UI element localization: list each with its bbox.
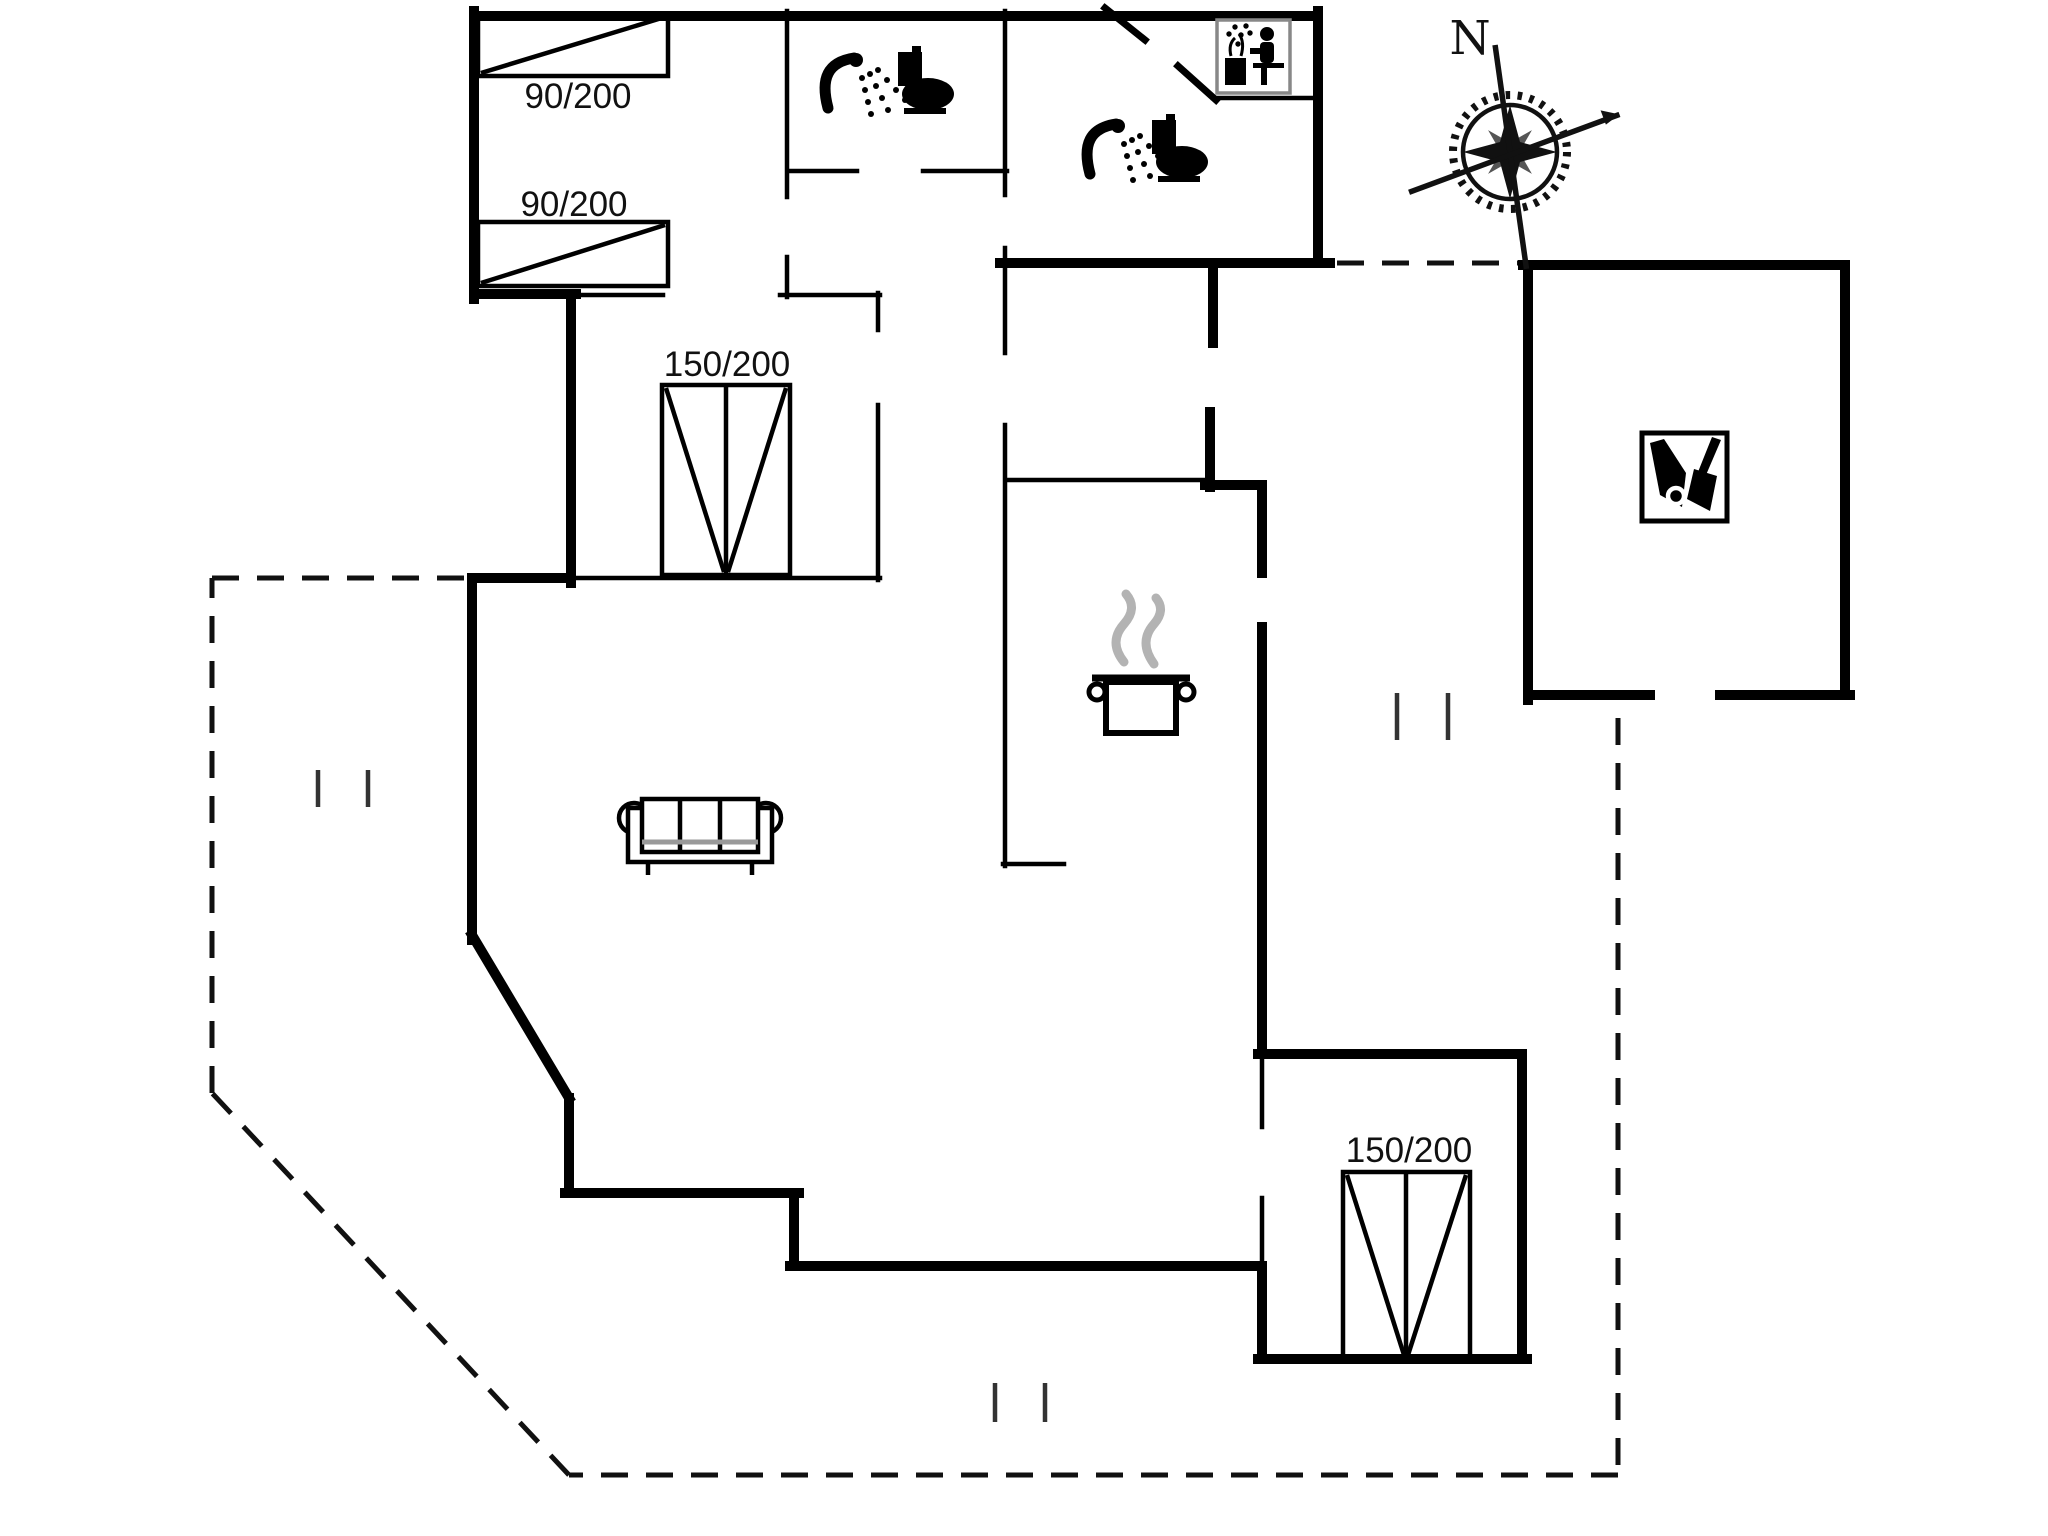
- bed-size-label: 150/200: [1346, 1131, 1473, 1170]
- shower-icon: [819, 52, 908, 117]
- toilet-icon: [1152, 114, 1208, 182]
- shower-icon: [1081, 118, 1170, 183]
- compass-rose-icon: [1408, 44, 1621, 270]
- terrace-boundary-dashed: [209, 260, 1621, 1478]
- annex-walls: [1518, 260, 1855, 705]
- bathroom1-fixtures: [819, 46, 954, 117]
- south-terrace-step-marker: [992, 1383, 1048, 1422]
- single-bed-nw-bottom: [475, 219, 671, 289]
- double-bed-se: [1340, 1169, 1473, 1361]
- sauna-nook-diagonal-walls: [1100, 3, 1221, 105]
- bed-size-label: 90/200: [524, 77, 631, 116]
- sofa-icon: [616, 796, 784, 875]
- toilet-icon: [898, 46, 954, 114]
- compass-north-label: N: [1449, 11, 1490, 66]
- terrace-dash-southwest-diagonal: [210, 1091, 571, 1477]
- tools-icon: [1639, 430, 1730, 524]
- west-terrace-step-marker: [315, 770, 371, 807]
- cooking-pot-icon: [1086, 589, 1197, 736]
- single-bed-nw-top: [475, 11, 671, 79]
- bed-size-label: 90/200: [520, 185, 627, 224]
- walls-interior: [566, 8, 1321, 1269]
- bathroom2-fixtures: [1081, 114, 1208, 183]
- double-bed-middle: [659, 382, 793, 578]
- bed-size-label: 150/200: [664, 345, 791, 384]
- sauna-icon: [1215, 18, 1292, 95]
- east-path-step-marker: [1394, 693, 1451, 740]
- door-step-markers: [315, 693, 1451, 1422]
